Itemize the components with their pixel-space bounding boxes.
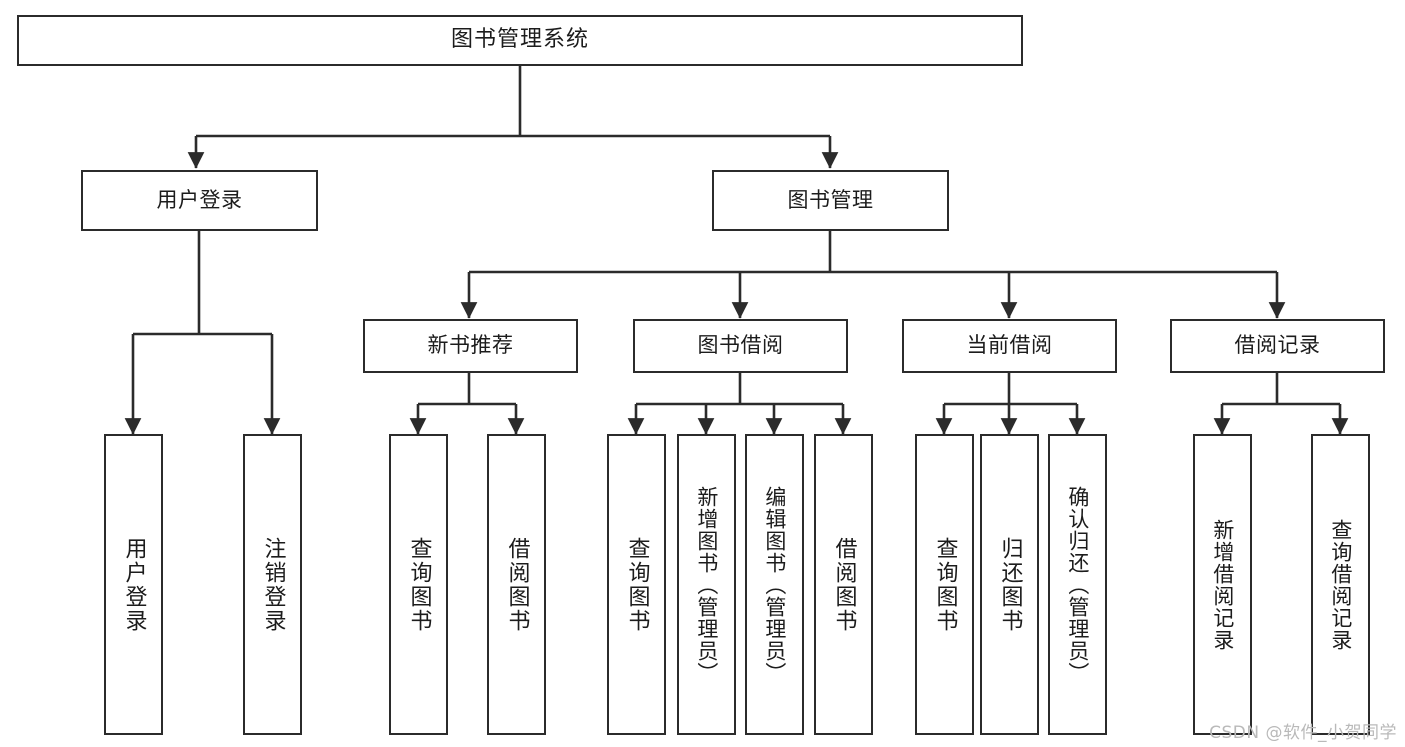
node-label: 新书推荐: [427, 333, 514, 358]
node-label: 当前借阅: [966, 333, 1053, 358]
node-label: 图书管理系统: [450, 27, 589, 53]
node-label: 用户登录: [121, 536, 147, 633]
node-leaf-confirm-return[interactable]: 确认归还（管理员）: [1048, 434, 1107, 735]
node-label: 查询图书: [406, 536, 432, 633]
node-book-borrow[interactable]: 图书借阅: [633, 319, 848, 373]
node-leaf-borrow-book[interactable]: 借阅图书: [814, 434, 873, 735]
node-leaf-query-book-current[interactable]: 查询图书: [915, 434, 974, 735]
node-label: 编辑图书（管理员）: [762, 485, 787, 684]
node-label: 确认归还（管理员）: [1065, 485, 1090, 684]
node-leaf-logout[interactable]: 注销登录: [243, 434, 302, 735]
node-user-login[interactable]: 用户登录: [81, 170, 318, 231]
node-label: 注销登录: [260, 536, 286, 633]
node-root-book-management-system[interactable]: 图书管理系统: [17, 15, 1023, 66]
node-leaf-add-borrow-record[interactable]: 新增借阅记录: [1193, 434, 1252, 735]
edge-book-management-to-level3: [460, 231, 1286, 319]
node-book-management[interactable]: 图书管理: [712, 170, 949, 231]
node-new-book-recommend[interactable]: 新书推荐: [363, 319, 578, 373]
edge-borrow-record-to-leaves: [1213, 373, 1349, 435]
node-label: 借阅记录: [1234, 333, 1321, 358]
node-label: 查询图书: [624, 536, 650, 633]
node-label: 借阅图书: [831, 536, 857, 633]
node-label: 借阅图书: [504, 536, 530, 633]
node-leaf-user-login[interactable]: 用户登录: [104, 434, 163, 735]
node-label: 图书借阅: [697, 333, 784, 358]
node-leaf-edit-book[interactable]: 编辑图书（管理员）: [745, 434, 804, 735]
edge-current-borrow-to-leaves: [935, 373, 1086, 435]
node-leaf-borrow-book-recommend[interactable]: 借阅图书: [487, 434, 546, 735]
edge-book-borrow-to-leaves: [627, 373, 852, 435]
node-leaf-return-book[interactable]: 归还图书: [980, 434, 1039, 735]
node-label: 查询借阅记录: [1328, 518, 1353, 651]
node-label: 新增图书（管理员）: [694, 485, 719, 684]
node-leaf-query-borrow-record[interactable]: 查询借阅记录: [1311, 434, 1370, 735]
node-leaf-query-book-borrow[interactable]: 查询图书: [607, 434, 666, 735]
node-leaf-add-book[interactable]: 新增图书（管理员）: [677, 434, 736, 735]
edge-user-login-to-leaves: [124, 231, 281, 435]
edge-root-to-level2: [187, 66, 839, 169]
node-label: 新增借阅记录: [1210, 518, 1235, 651]
node-leaf-query-book-recommend[interactable]: 查询图书: [389, 434, 448, 735]
node-current-borrow[interactable]: 当前借阅: [902, 319, 1117, 373]
node-label: 归还图书: [997, 536, 1023, 633]
node-borrow-record[interactable]: 借阅记录: [1170, 319, 1385, 373]
node-label: 图书管理: [787, 187, 874, 212]
edge-new-book-recommend-to-leaves: [409, 373, 525, 435]
csdn-watermark: CSDN @软件_小贺同学: [1209, 723, 1397, 743]
node-label: 用户登录: [156, 187, 243, 212]
node-label: 查询图书: [932, 536, 958, 633]
